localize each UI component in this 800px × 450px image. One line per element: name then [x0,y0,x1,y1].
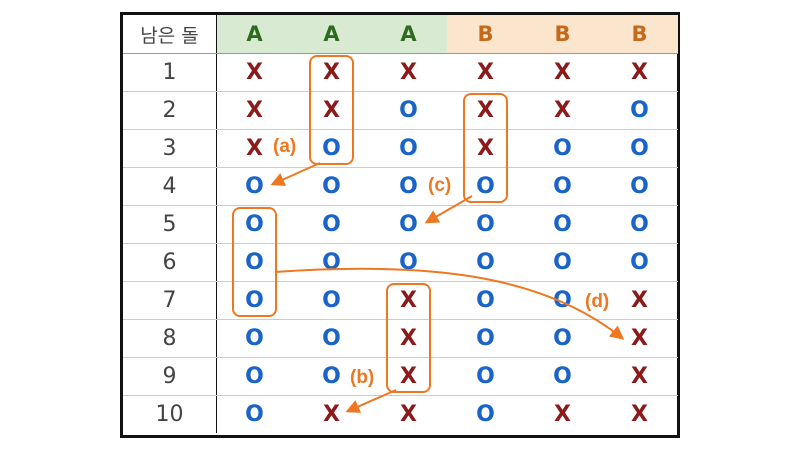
row-label: 8 [162,325,177,351]
o-mark: O [553,173,572,199]
o-mark: O [245,211,264,237]
o-mark: O [322,287,341,313]
o-mark: O [476,363,495,389]
x-mark: X [400,287,417,313]
o-mark: O [245,401,264,427]
label-divider [216,15,217,433]
o-mark: O [322,363,341,389]
annotation-a: (a) [273,136,297,157]
column-header: B [601,15,678,53]
o-mark: O [630,97,649,123]
o-mark: O [630,173,649,199]
o-mark: O [630,249,649,275]
x-mark: X [477,59,494,85]
x-mark: X [631,363,648,389]
x-mark: X [477,97,494,123]
row-label: 3 [162,135,177,161]
o-mark: O [476,401,495,427]
o-mark: O [245,249,264,275]
row-label: 5 [162,211,177,237]
row-divider [123,53,678,54]
o-mark: O [399,97,418,123]
o-mark: O [476,325,495,351]
row-divider [123,281,678,282]
o-mark: O [399,249,418,275]
o-mark: O [399,173,418,199]
x-mark: X [477,135,494,161]
o-mark: O [245,363,264,389]
o-mark: O [630,211,649,237]
o-mark: O [245,173,264,199]
o-mark: O [630,135,649,161]
o-mark: O [322,135,341,161]
annotation-c: (c) [428,175,452,196]
o-mark: O [476,249,495,275]
row-label: 6 [162,249,177,275]
x-mark: X [400,59,417,85]
o-mark: O [553,211,572,237]
annotation-b: (b) [350,367,375,388]
x-mark: X [631,401,648,427]
o-mark: O [322,211,341,237]
row-label: 10 [155,401,184,427]
row-divider [123,395,678,396]
o-mark: O [476,211,495,237]
column-header: A [216,15,293,53]
x-mark: X [631,287,648,313]
o-mark: O [322,325,341,351]
o-mark: O [245,287,264,313]
x-mark: X [554,401,571,427]
x-mark: X [323,401,340,427]
row-divider [123,357,678,358]
row-divider [123,167,678,168]
x-mark: X [246,135,263,161]
x-mark: X [400,363,417,389]
x-mark: X [246,97,263,123]
row-divider [123,243,678,244]
row-divider [123,319,678,320]
o-mark: O [553,135,572,161]
row-divider [123,205,678,206]
annotation-d: (d) [585,291,610,312]
o-mark: O [322,249,341,275]
o-mark: O [399,211,418,237]
row-label: 9 [162,363,177,389]
column-header: B [524,15,601,53]
x-mark: X [246,59,263,85]
x-mark: X [631,325,648,351]
row-label: 2 [162,97,177,123]
row-label: 1 [162,59,177,85]
x-mark: X [400,325,417,351]
row-divider [123,129,678,130]
o-mark: O [476,287,495,313]
x-mark: X [400,401,417,427]
o-mark: O [553,249,572,275]
x-mark: X [323,59,340,85]
o-mark: O [553,363,572,389]
column-header: A [370,15,447,53]
x-mark: X [631,59,648,85]
x-mark: X [554,97,571,123]
column-header: B [447,15,524,53]
o-mark: O [476,173,495,199]
row-label: 4 [162,173,177,199]
o-mark: O [553,325,572,351]
x-mark: X [554,59,571,85]
x-mark: X [323,97,340,123]
o-mark: O [245,325,264,351]
o-mark: O [322,173,341,199]
corner-label: 남은 돌 [140,24,199,47]
column-header: A [293,15,370,53]
o-mark: O [399,135,418,161]
row-label: 7 [162,287,177,313]
row-divider [123,91,678,92]
